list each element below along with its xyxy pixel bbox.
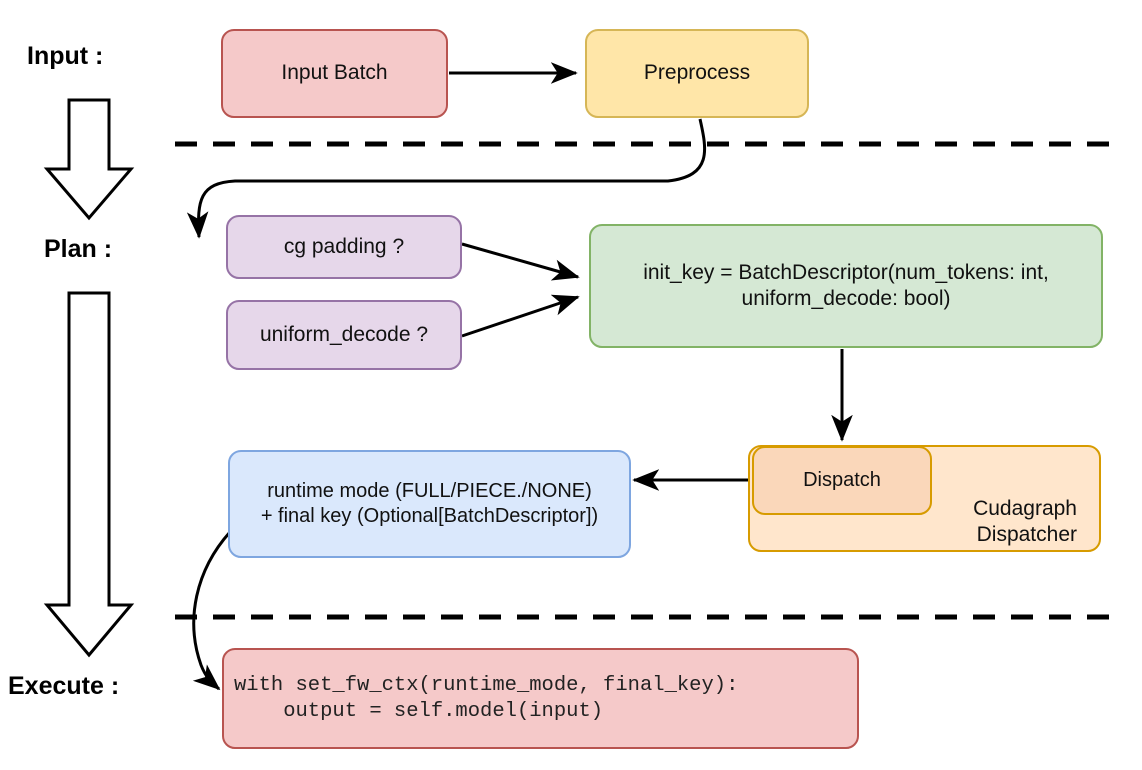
stage-label-plan: Plan : [44,235,113,263]
node-preprocess[interactable]: Preprocess [585,29,809,118]
block-arrow-input-to-plan [43,98,135,221]
node-cudagraph-dispatcher-line-1: Cudagraph [973,496,1077,520]
stage-label-execute: Execute : [8,672,120,700]
node-execute-code-line-1: with set_fw_ctx(runtime_mode, final_key)… [234,673,739,697]
stage-label-input: Input : [27,42,104,70]
arrow-cg-padding-to-init-key [461,242,580,281]
node-runtime-mode-line-1: runtime mode (FULL/PIECE./NONE) [267,480,592,502]
node-cg-padding[interactable]: cg padding ? [226,215,462,279]
node-init-key[interactable]: init_key = BatchDescriptor(num_tokens: i… [589,224,1103,348]
block-arrow-plan-to-execute [43,291,135,658]
node-execute-code[interactable]: with set_fw_ctx(runtime_mode, final_key)… [222,648,859,749]
node-input-batch[interactable]: Input Batch [221,29,448,118]
node-uniform-decode[interactable]: uniform_decode ? [226,300,462,370]
arrow-uniform-decode-to-init-key [461,294,580,338]
node-execute-code-line-2: output = self.model(input) [234,699,604,723]
node-init-key-line-2: uniform_decode: bool) [741,287,951,310]
node-runtime-mode-line-2: + final key (Optional[BatchDescriptor]) [260,505,599,527]
node-runtime-mode[interactable]: runtime mode (FULL/PIECE./NONE) + final … [228,450,631,558]
node-dispatch[interactable]: Dispatch [752,446,932,515]
node-init-key-line-1: init_key = BatchDescriptor(num_tokens: i… [643,260,1049,284]
node-cudagraph-dispatcher-line-2: Dispatcher [976,522,1077,546]
